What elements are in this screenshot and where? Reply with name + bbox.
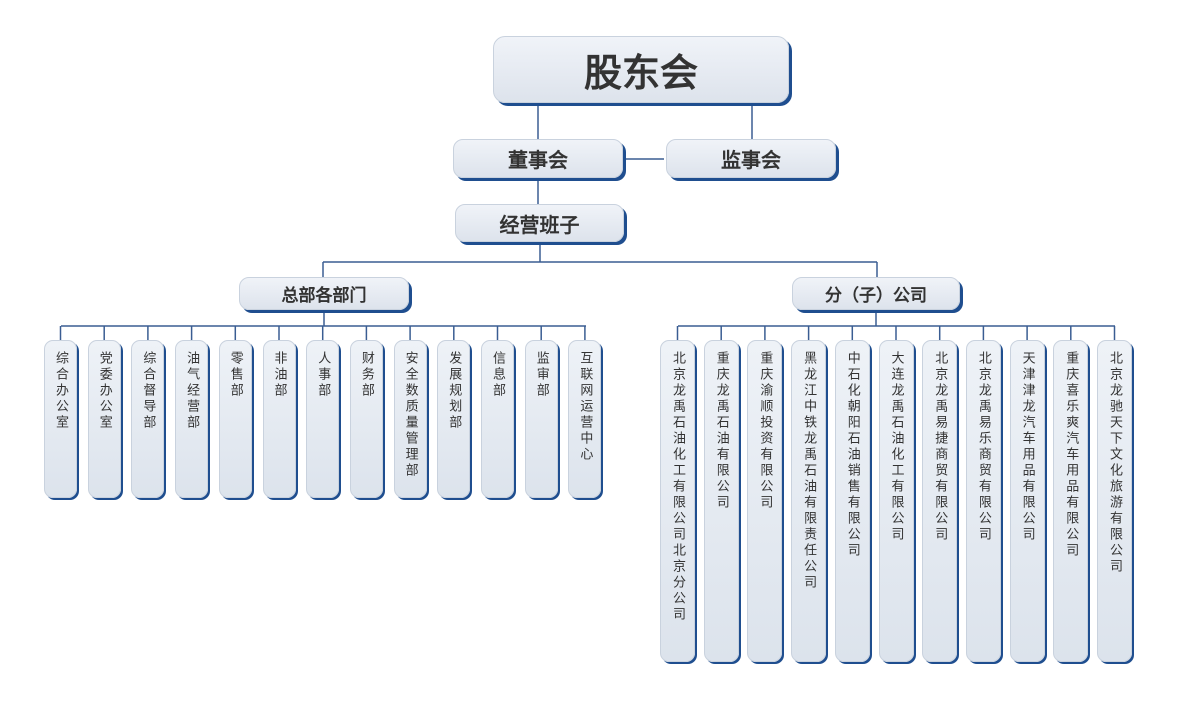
department-label: 零售部 [227, 351, 243, 399]
department-label: 信息部 [490, 351, 505, 399]
department-box[interactable]: 油气经营部 [175, 340, 209, 498]
department-label: 党委办公室 [96, 351, 112, 431]
department-box[interactable]: 零售部 [218, 340, 252, 498]
company-label: 北京龙禹石油化工有限公司北京分公司 [670, 351, 685, 623]
department-box[interactable]: 人事部 [306, 340, 340, 498]
company-box[interactable]: 重庆渝顺投资有限公司 [747, 340, 783, 662]
department-box[interactable]: 监审部 [524, 340, 558, 498]
company-label: 北京龙驰天下文化旅游有限公司 [1107, 351, 1122, 575]
department-label: 非油部 [271, 351, 287, 399]
company-box[interactable]: 天津津龙汽车用品有限公司 [1009, 340, 1045, 662]
shareholders-meeting-box[interactable]: 股东会 [493, 36, 789, 103]
board-of-directors-box[interactable]: 董事会 [453, 139, 623, 178]
company-label: 北京龙禹易捷商贸有限公司 [932, 351, 948, 543]
company-label: 重庆龙禹石油有限公司 [713, 351, 729, 511]
department-label: 监审部 [533, 351, 549, 399]
company-label: 中石化朝阳石油销售有限公司 [844, 351, 860, 559]
company-label: 北京龙禹易乐商贸有限公司 [975, 351, 991, 543]
department-box[interactable]: 综合督导部 [131, 340, 165, 498]
company-box[interactable]: 黑龙江中铁龙禹石油有限责任公司 [791, 340, 827, 662]
department-label: 人事部 [315, 351, 331, 399]
department-box[interactable]: 安全数质量管理部 [393, 340, 427, 498]
branch-companies-box[interactable]: 分（子）公司 [792, 277, 960, 310]
department-label: 互联网运营中心 [577, 351, 593, 463]
department-box[interactable]: 非油部 [262, 340, 296, 498]
company-box[interactable]: 北京龙驰天下文化旅游有限公司 [1097, 340, 1132, 662]
management-team-box[interactable]: 经营班子 [455, 204, 624, 242]
hq-departments-box[interactable]: 总部各部门 [239, 277, 409, 310]
department-box[interactable]: 发展规划部 [437, 340, 471, 498]
department-box[interactable]: 信息部 [481, 340, 514, 498]
company-box[interactable]: 重庆喜乐爽汽车用品有限公司 [1053, 340, 1089, 662]
company-box[interactable]: 北京龙禹易捷商贸有限公司 [922, 340, 958, 662]
company-label: 大连龙禹石油化工有限公司 [888, 351, 904, 543]
department-label: 综合督导部 [140, 351, 156, 431]
department-label: 综合办公室 [53, 351, 68, 431]
department-box[interactable]: 党委办公室 [87, 340, 121, 498]
company-box[interactable]: 北京龙禹石油化工有限公司北京分公司 [660, 340, 695, 662]
company-box[interactable]: 大连龙禹石油化工有限公司 [878, 340, 914, 662]
company-box[interactable]: 北京龙禹易乐商贸有限公司 [965, 340, 1001, 662]
department-box[interactable]: 互联网运营中心 [568, 340, 602, 498]
company-box[interactable]: 中石化朝阳石油销售有限公司 [834, 340, 870, 662]
company-label: 天津津龙汽车用品有限公司 [1019, 351, 1035, 543]
department-label: 安全数质量管理部 [402, 351, 418, 479]
department-box[interactable]: 综合办公室 [44, 340, 77, 498]
company-label: 黑龙江中铁龙禹石油有限责任公司 [801, 351, 817, 591]
department-box[interactable]: 财务部 [349, 340, 383, 498]
company-label: 重庆渝顺投资有限公司 [757, 351, 773, 511]
department-label: 发展规划部 [446, 351, 462, 431]
supervisory-board-box[interactable]: 监事会 [666, 139, 836, 178]
company-label: 重庆喜乐爽汽车用品有限公司 [1063, 351, 1079, 559]
department-label: 财务部 [358, 351, 374, 399]
company-box[interactable]: 重庆龙禹石油有限公司 [703, 340, 739, 662]
department-label: 油气经营部 [184, 351, 200, 431]
